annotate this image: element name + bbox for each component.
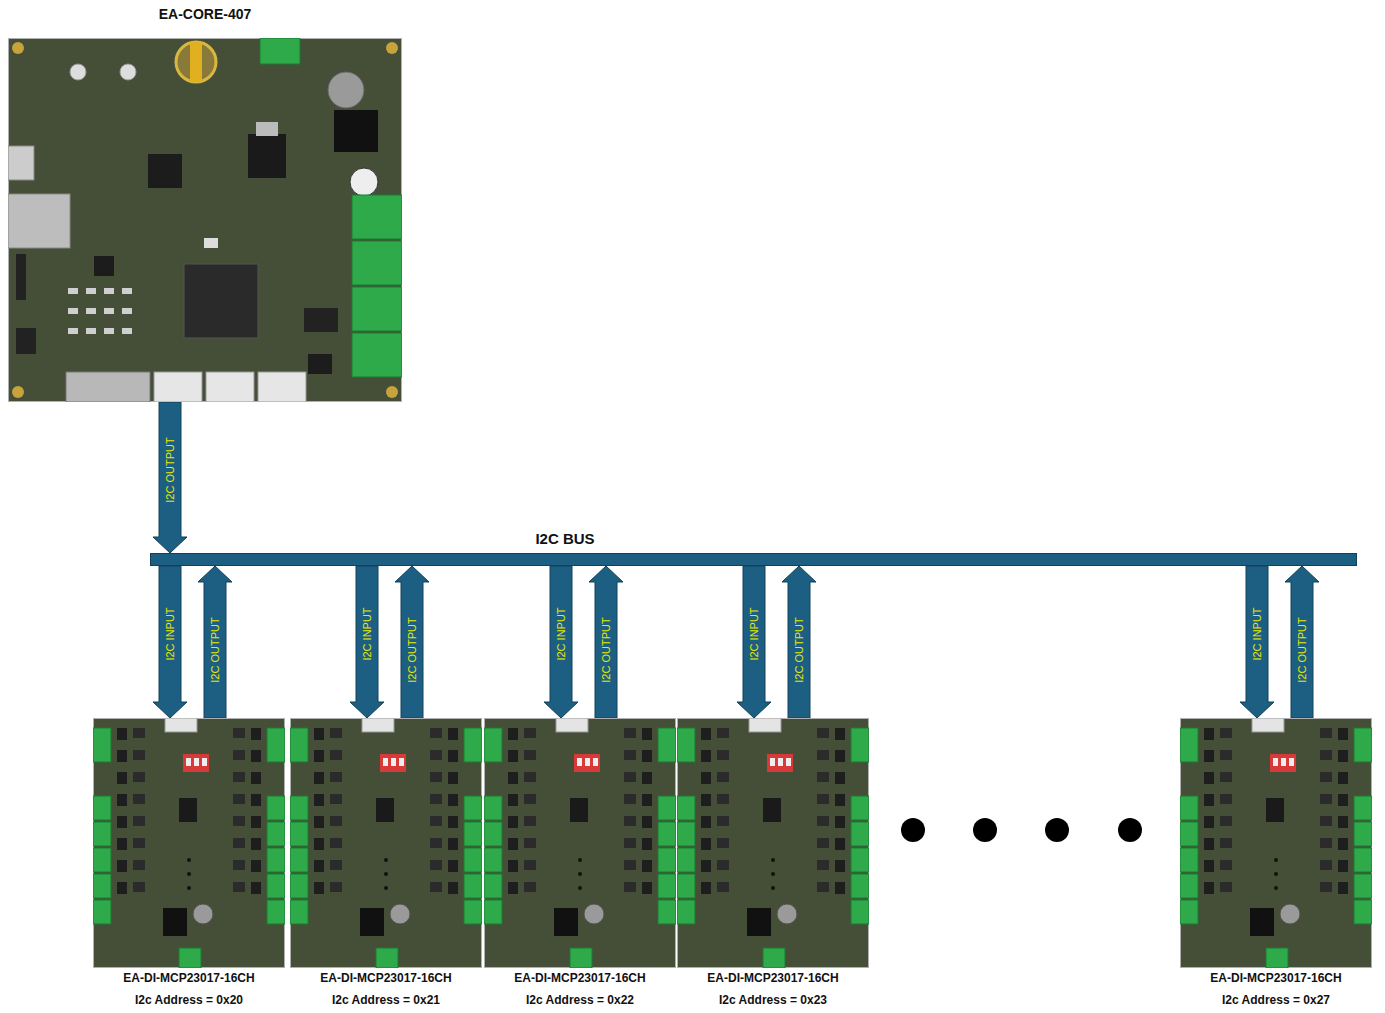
bus-label: I2C BUS	[535, 530, 594, 547]
signal-label: I2C INPUT	[1251, 606, 1263, 661]
block-arrow	[153, 402, 187, 553]
io-board-illustration	[1180, 718, 1372, 968]
signal-label: I2C OUTPUT	[406, 616, 418, 683]
signal-label: I2C INPUT	[361, 606, 373, 661]
block-arrow	[395, 566, 429, 718]
board-name: EA-DI-MCP23017-16CH	[123, 971, 254, 985]
ellipsis-dot	[1118, 818, 1142, 842]
signal-label: I2C OUTPUT	[1296, 616, 1308, 683]
address-label: I2c Address = 0x20	[135, 993, 243, 1007]
block-arrow	[782, 566, 816, 718]
signal-label: I2C OUTPUT	[600, 616, 612, 683]
io-board-illustration	[677, 718, 869, 968]
board-name: EA-CORE-407	[159, 6, 252, 22]
io-board: EA-DI-MCP23017-16CH I2c Address = 0x22	[484, 718, 676, 1008]
address-label: I2c Address = 0x23	[719, 993, 827, 1007]
signal-label: I2C OUTPUT	[164, 436, 176, 503]
block-arrow	[544, 566, 578, 718]
block-arrow	[1285, 566, 1319, 718]
board-name: EA-DI-MCP23017-16CH	[1210, 971, 1341, 985]
io-board-illustration	[484, 718, 676, 968]
signal-label: I2C INPUT	[555, 606, 567, 661]
block-arrow	[350, 566, 384, 718]
block-arrow	[1240, 566, 1274, 718]
block-arrow	[737, 566, 771, 718]
io-board-illustration	[93, 718, 285, 968]
io-board-illustration	[290, 718, 482, 968]
ellipsis-dot	[973, 818, 997, 842]
address-label: I2c Address = 0x22	[526, 993, 634, 1007]
controller-board: EA-CORE-407	[8, 0, 402, 402]
io-board: EA-DI-MCP23017-16CH I2c Address = 0x23	[677, 718, 869, 1008]
block-arrow	[198, 566, 232, 718]
block-arrow	[153, 566, 187, 718]
board-name: EA-DI-MCP23017-16CH	[707, 971, 838, 985]
signal-label: I2C OUTPUT	[793, 616, 805, 683]
block-arrow	[589, 566, 623, 718]
address-label: I2c Address = 0x21	[332, 993, 440, 1007]
i2c-bus-bar: I2C BUS	[150, 553, 1357, 566]
io-board: EA-DI-MCP23017-16CH I2c Address = 0x27	[1180, 718, 1372, 1008]
ellipsis-dot	[1045, 818, 1069, 842]
address-label: I2c Address = 0x27	[1222, 993, 1330, 1007]
board-name: EA-DI-MCP23017-16CH	[320, 971, 451, 985]
signal-label: I2C INPUT	[748, 606, 760, 661]
io-board: EA-DI-MCP23017-16CH I2c Address = 0x20	[93, 718, 285, 1008]
io-board: EA-DI-MCP23017-16CH I2c Address = 0x21	[290, 718, 482, 1008]
signal-label: I2C OUTPUT	[209, 616, 221, 683]
core-board-illustration	[8, 38, 402, 402]
ellipsis-dot	[901, 818, 925, 842]
board-name: EA-DI-MCP23017-16CH	[514, 971, 645, 985]
signal-label: I2C INPUT	[164, 606, 176, 661]
